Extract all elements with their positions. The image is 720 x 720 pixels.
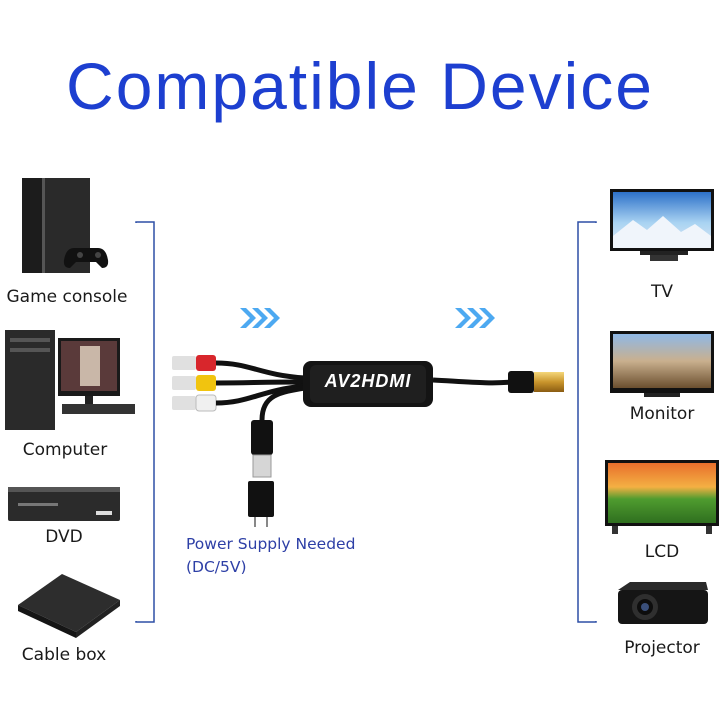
monitor-icon <box>610 331 714 397</box>
device-label-game-console: Game console <box>6 287 128 307</box>
converter-label: AV2HDMI <box>324 371 412 391</box>
projector-icon <box>618 582 708 624</box>
cable-box-icon <box>18 574 120 638</box>
lcd-icon <box>605 460 719 534</box>
power-supply-note-line2: (DC/5V) <box>186 558 247 576</box>
rca-plugs-icon <box>172 355 306 412</box>
device-label-monitor: Monitor <box>629 404 695 424</box>
page-title: Compatible Device <box>66 49 654 123</box>
game-console-icon <box>22 178 109 273</box>
device-label-projector: Projector <box>624 638 700 658</box>
computer-icon <box>5 330 136 430</box>
arrow-right-icon <box>455 308 495 328</box>
usb-cable-icon <box>251 385 306 478</box>
converter-box-icon <box>303 361 433 407</box>
dvd-icon <box>8 487 120 521</box>
power-supply-note-line1: Power Supply Needed <box>186 535 356 553</box>
device-label-tv: TV <box>650 282 673 302</box>
tv-icon <box>610 189 714 261</box>
device-label-lcd: LCD <box>644 542 680 562</box>
power-adapter-icon <box>248 481 274 527</box>
hdmi-cable-icon <box>432 371 564 393</box>
arrow-left-icon <box>240 308 280 328</box>
device-label-dvd: DVD <box>45 527 83 547</box>
power-supply-note: Power Supply Needed (DC/5V) <box>186 533 355 579</box>
device-label-computer: Computer <box>22 440 108 460</box>
device-label-cable-box: Cable box <box>21 645 107 665</box>
